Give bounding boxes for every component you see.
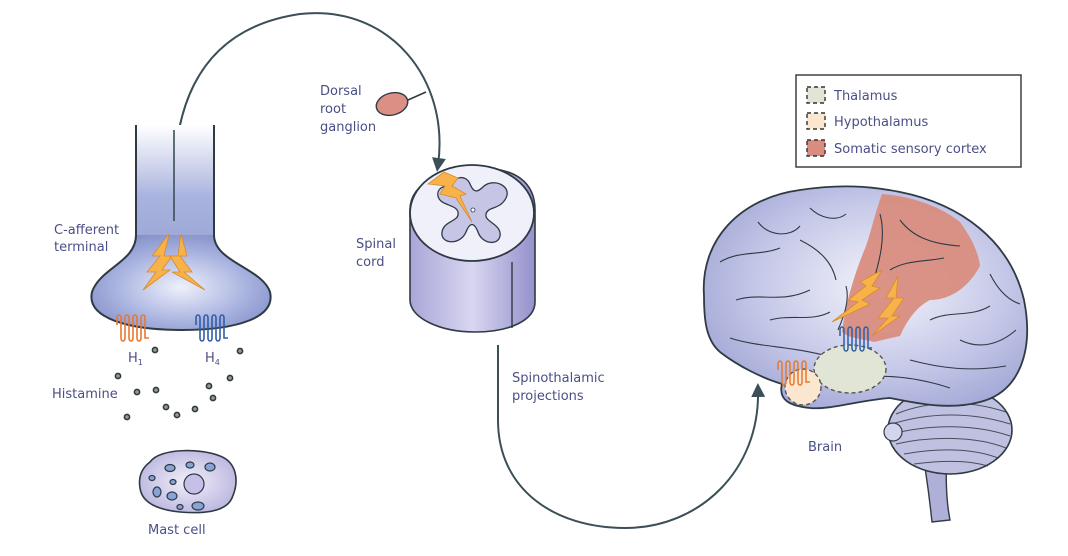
lightning-bolt-icon xyxy=(169,233,206,291)
legend-item-thalamus: Thalamus xyxy=(806,86,898,104)
histamine-molecule xyxy=(209,394,217,402)
legend-label: Thalamus xyxy=(833,89,898,104)
c-afferent-label: C-afferent terminal xyxy=(54,223,123,255)
mast-cell xyxy=(138,449,237,514)
lightning-bolt-icon xyxy=(871,275,905,337)
lightning-bolt-icon xyxy=(831,268,884,323)
histamine-molecule xyxy=(191,405,199,413)
h1-label: H1 xyxy=(128,351,143,367)
spinothalamic-pathway-arrow xyxy=(497,345,766,530)
h4-label: H4 xyxy=(205,351,220,367)
histamine-molecule xyxy=(152,386,160,394)
legend-swatch xyxy=(806,139,826,157)
dorsal-root-ganglion xyxy=(375,91,409,117)
h1-receptor-icon xyxy=(777,360,810,386)
h4-receptor-icon xyxy=(839,326,872,352)
legend-swatch xyxy=(806,112,826,130)
spinal-cord-label: Spinal cord xyxy=(356,237,400,270)
spinal-cord xyxy=(409,164,536,333)
somatic-sensory-cortex-region xyxy=(842,194,980,342)
histamine-label: Histamine xyxy=(52,387,118,402)
c-afferent-terminal xyxy=(90,125,272,332)
spinothalamic-label: Spinothalamic projections xyxy=(512,371,609,404)
mast-cell-label: Mast cell xyxy=(148,523,206,538)
histamine-molecules xyxy=(114,346,244,421)
lightning-bolt-icon xyxy=(142,233,173,291)
histamine-molecule xyxy=(236,347,244,355)
histamine-molecule xyxy=(205,382,213,390)
histamine-molecule xyxy=(173,411,181,419)
legend-item-somatic-sensory-cortex: Somatic sensory cortex xyxy=(806,139,987,157)
h1-receptor-icon xyxy=(116,314,149,342)
legend-swatch xyxy=(806,86,826,104)
histamine-molecule xyxy=(226,374,234,382)
legend: Thalamus Hypothalamus Somatic sensory co… xyxy=(795,74,1022,168)
thalamus-region xyxy=(813,344,887,394)
dorsal-root-ganglion-label: Dorsal root ganglion xyxy=(320,84,376,135)
histamine-molecule xyxy=(162,403,170,411)
legend-label: Hypothalamus xyxy=(834,115,928,130)
legend-label: Somatic sensory cortex xyxy=(834,142,987,157)
histamine-molecule xyxy=(133,388,141,396)
brain-label: Brain xyxy=(808,440,842,455)
h4-receptor-icon xyxy=(195,314,228,342)
lightning-bolt-icon xyxy=(426,171,473,223)
legend-item-hypothalamus: Hypothalamus xyxy=(806,112,928,130)
histamine-molecule xyxy=(114,372,122,380)
histamine-molecule xyxy=(123,413,131,421)
histamine-molecule xyxy=(151,346,159,354)
brain xyxy=(702,185,1028,523)
